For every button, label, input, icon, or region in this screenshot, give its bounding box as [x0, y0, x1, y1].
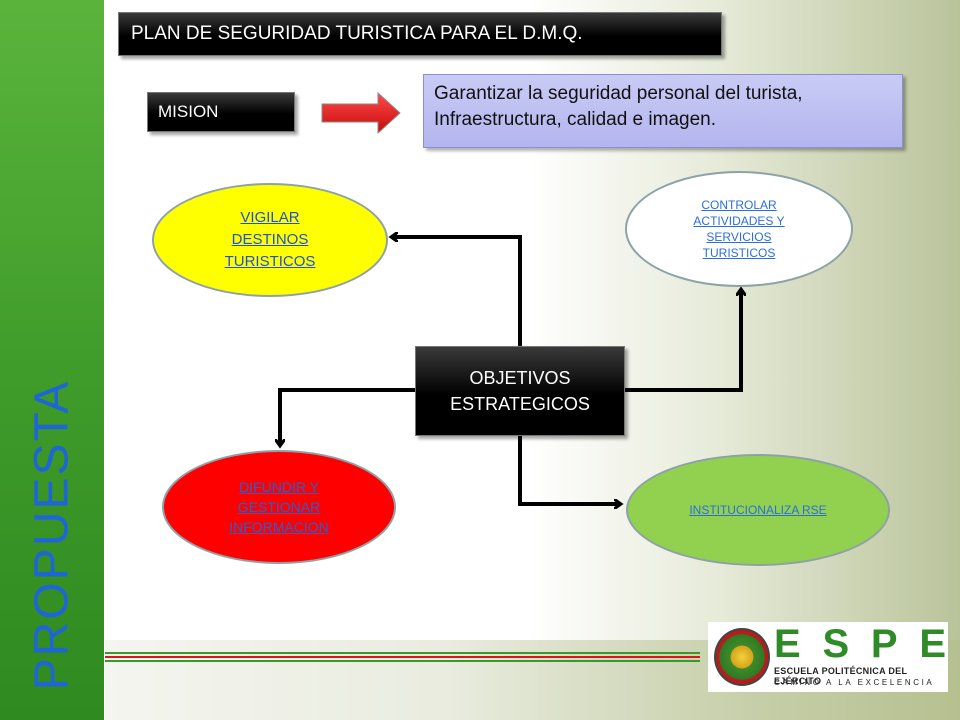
node-controlar-actividades[interactable]: CONTROLAR ACTIVIDADES Y SERVICIOS TURIST… [625, 171, 853, 287]
arrow-to-controlar [623, 290, 741, 392]
espe-letter-e2: E [919, 622, 946, 666]
footer-rule-green-2 [105, 660, 700, 662]
espe-seal-icon [714, 628, 770, 686]
objetivos-estrategicos-box: OBJETIVOS ESTRATEGICOS [415, 346, 625, 436]
espe-letter-e1: E [774, 622, 801, 666]
node-difundir-informacion[interactable]: DIFUNDIR Y GESTIONAR INFORMACION [162, 450, 396, 564]
footer-rule-red [105, 656, 700, 658]
arrow-to-institucionaliza [518, 434, 620, 504]
mision-text: Garantizar la seguridad personal del tur… [423, 74, 903, 148]
node-controlar-link[interactable]: CONTROLAR ACTIVIDADES Y SERVICIOS TURIST… [693, 198, 785, 260]
footer-rule-green [105, 652, 700, 654]
sidebar: PROPUESTA [0, 0, 104, 720]
espe-motto: CAMINO A LA EXCELENCIA [774, 678, 935, 687]
espe-logo: E S P E ESCUELA POLITÉCNICA DEL EJÉRCITO… [708, 622, 948, 692]
espe-letter-s: S [822, 622, 850, 666]
objetivos-estrategicos-label: OBJETIVOS ESTRATEGICOS [450, 368, 590, 414]
node-vigilar-destinos[interactable]: VIGILAR DESTINOS TURISTICOS [152, 183, 388, 297]
espe-letters: E S P E [774, 624, 946, 664]
espe-institution-name: ESCUELA POLITÉCNICA DEL EJÉRCITO [774, 666, 908, 686]
node-institucionaliza-rse[interactable]: INSTITUCIONALIZA RSE [626, 454, 890, 566]
mision-arrow [321, 91, 401, 135]
mision-label: MISION [147, 92, 295, 132]
node-difundir-link[interactable]: DIFUNDIR Y GESTIONAR INFORMACION [229, 479, 329, 535]
node-institucionaliza-link[interactable]: INSTITUCIONALIZA RSE [689, 502, 827, 517]
node-vigilar-link[interactable]: VIGILAR DESTINOS TURISTICOS [224, 209, 316, 270]
arrow-to-difundir [280, 388, 415, 445]
arrow-to-vigilar [392, 237, 522, 346]
espe-letter-p: P [870, 622, 898, 666]
page-title: PLAN DE SEGURIDAD TURISTICA PARA EL D.M.… [118, 12, 722, 56]
